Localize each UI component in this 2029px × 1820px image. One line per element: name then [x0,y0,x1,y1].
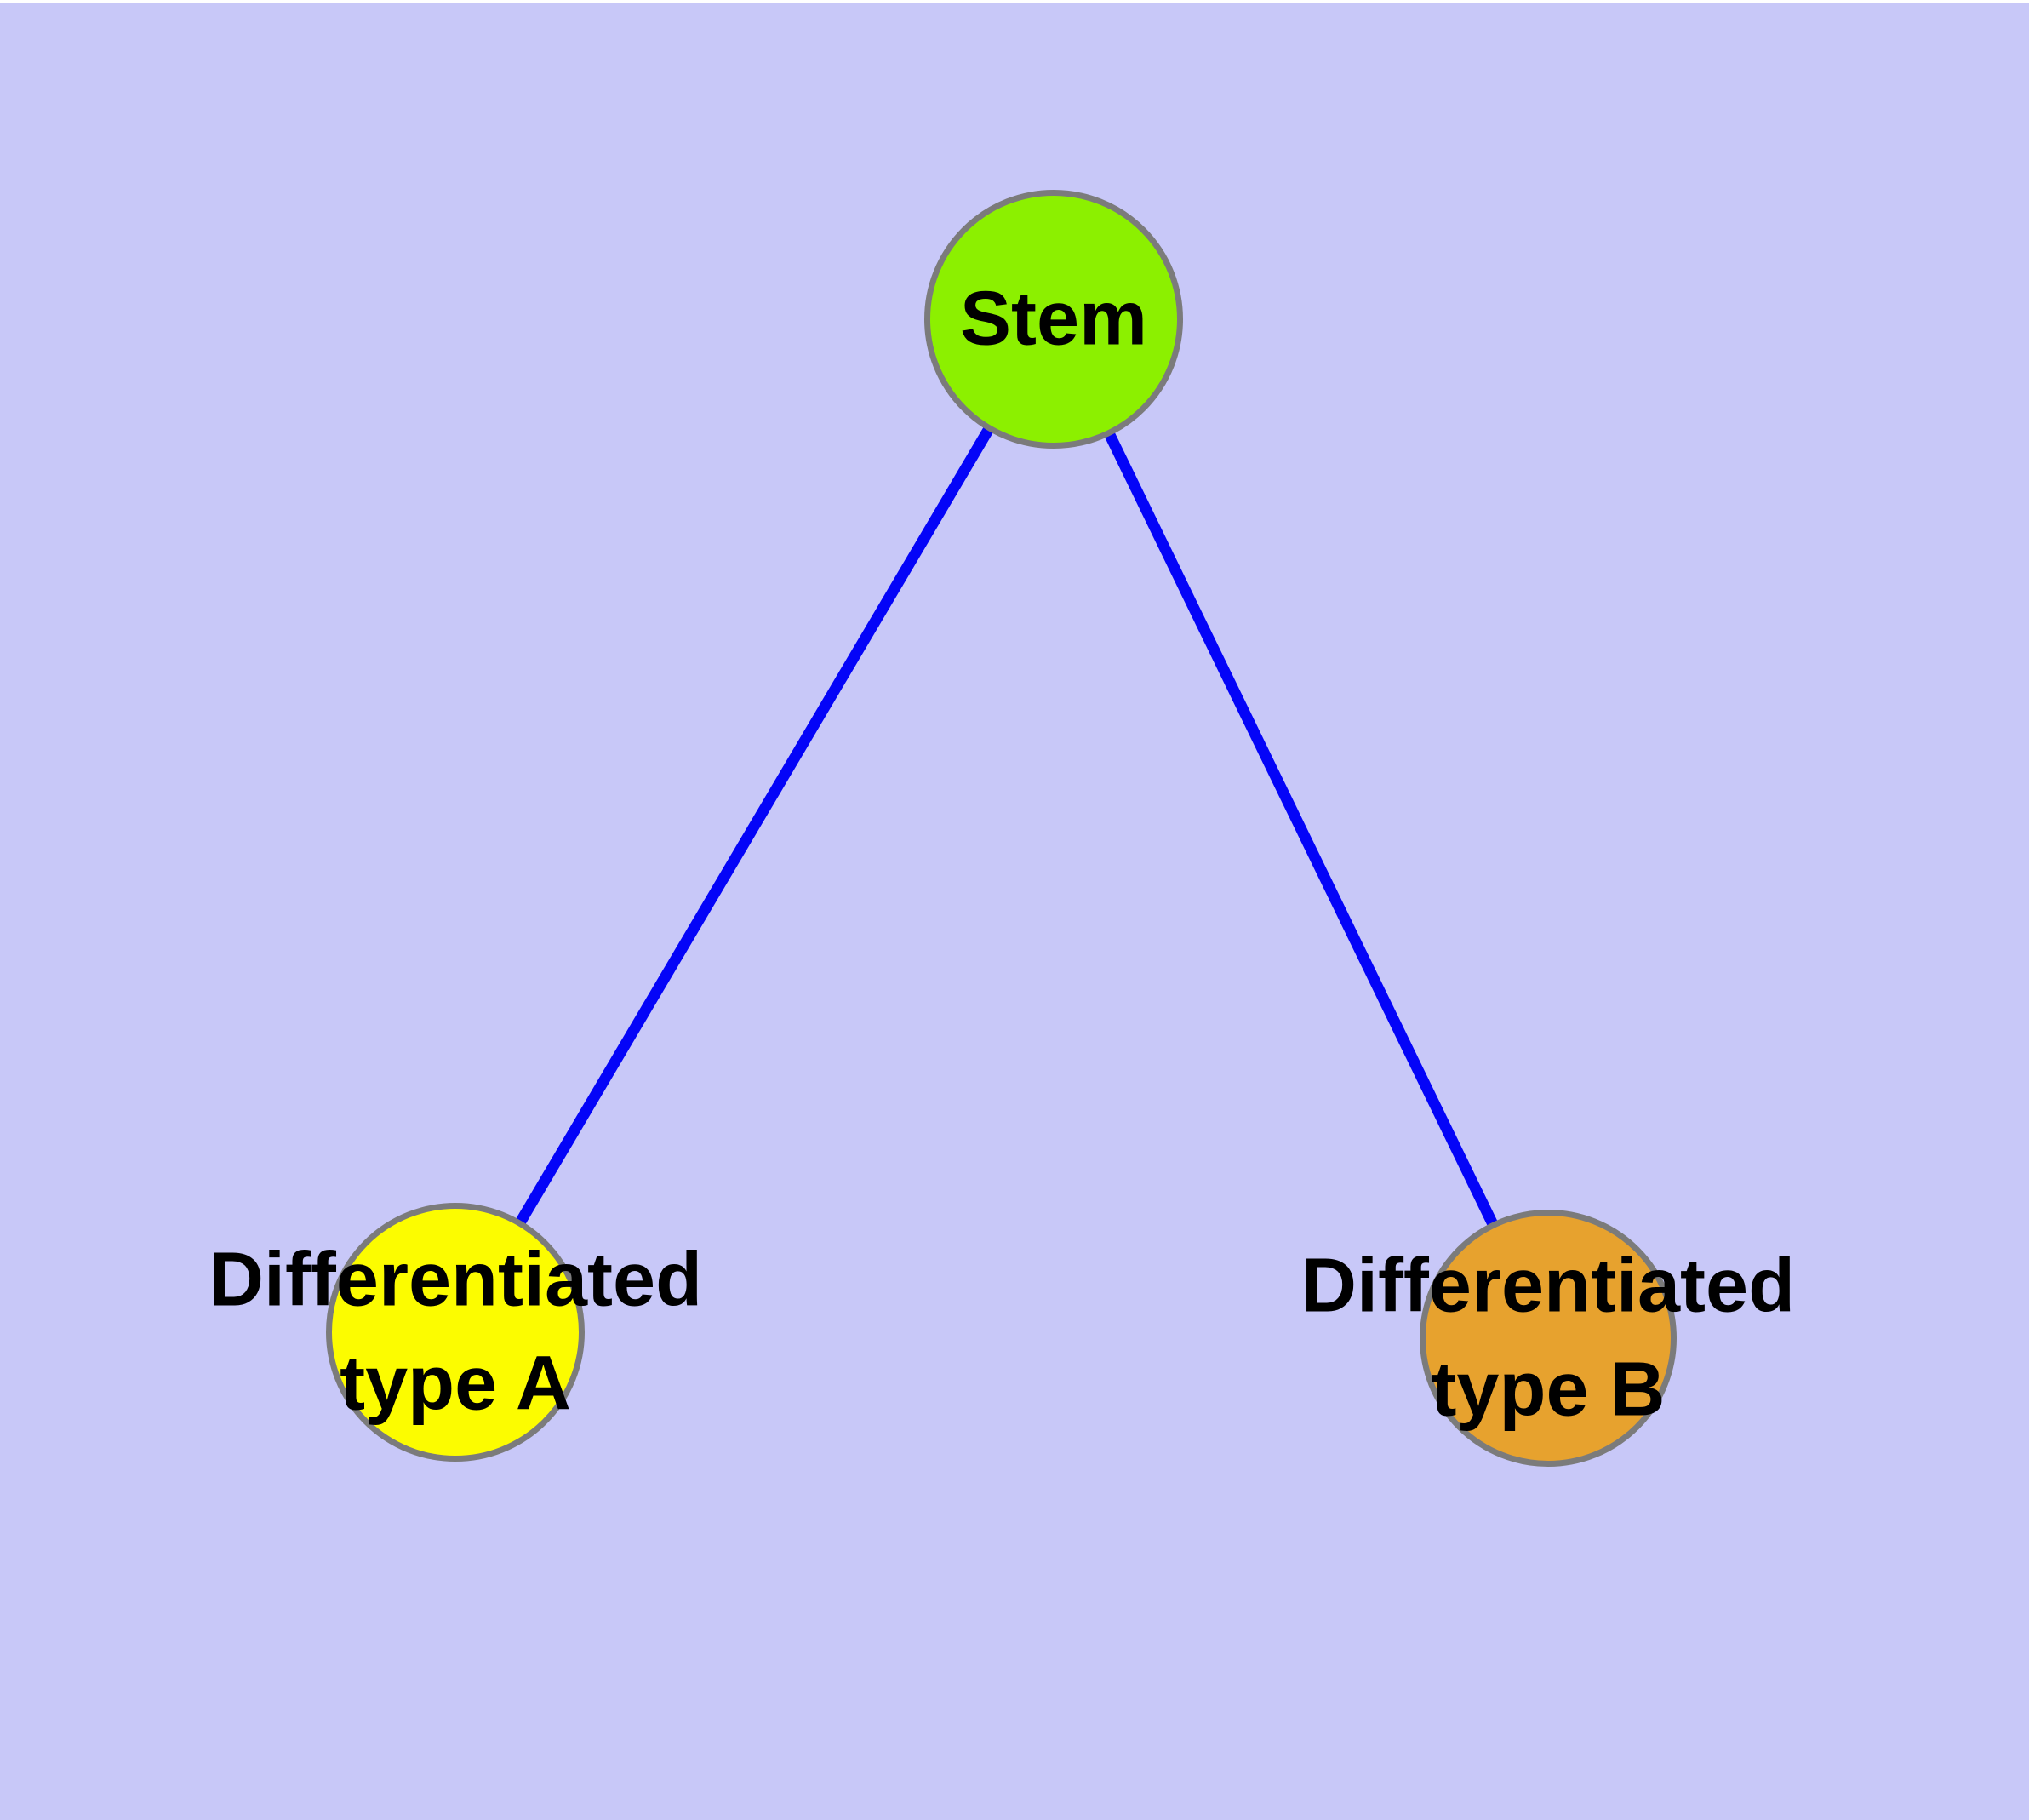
node-differentiated-type-a [326,1203,585,1462]
node-differentiated-type-a-label: Differentiated type A [208,1237,703,1427]
node-differentiated-type-b [1420,1210,1677,1467]
edge-stem-typeA [450,316,1059,1336]
top-margin [0,0,2029,3]
node-stem [924,190,1183,449]
node-stem-label: Stem [959,276,1148,362]
edge-stem-typeB [1049,317,1553,1341]
node-differentiated-type-b-label: Differentiated type B [1300,1243,1796,1433]
